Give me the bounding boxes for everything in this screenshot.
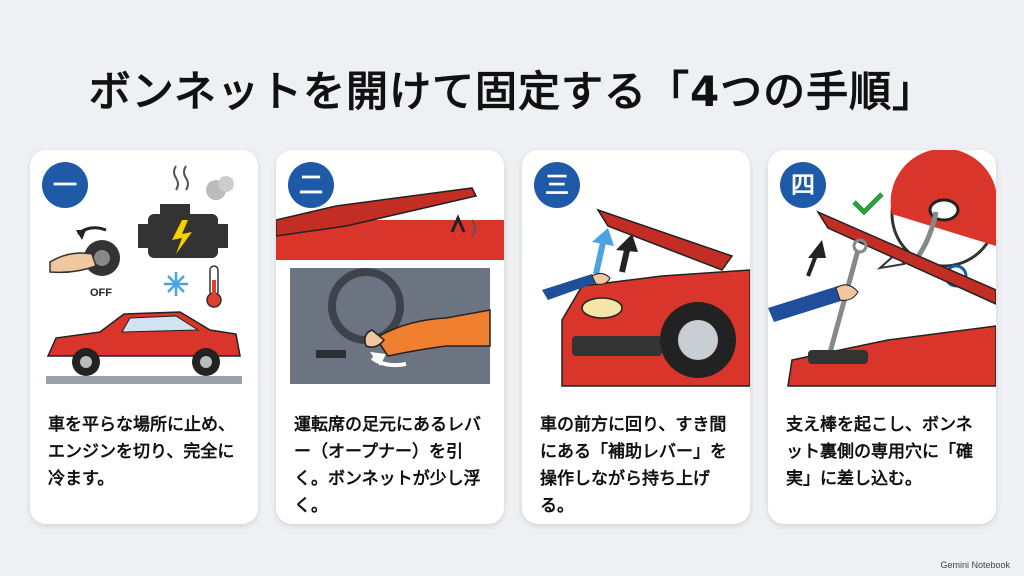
step-description: 車を平らな場所に止め、エンジンを切り、完全に冷ます。 xyxy=(48,415,235,489)
step-description: 支え棒を起こし、ボンネット裏側の専用穴に「確実」に差し込む。 xyxy=(786,415,973,489)
step-3-illustration xyxy=(542,208,750,387)
step-number-badge: 二 xyxy=(288,162,334,208)
step-number-badge: 四 xyxy=(780,162,826,208)
step-description: 運転席の足元にあるレバー（オープナー）を引く。ボンネットが少し浮く。 xyxy=(294,415,481,516)
step-card-4: 四 支え棒を起こし、ボンネット裏側の専用穴に「確実」に差し込む。 xyxy=(768,150,996,524)
thermometer-icon xyxy=(206,265,222,308)
off-label: OFF xyxy=(90,287,112,299)
check-icon xyxy=(852,192,884,216)
step-description: 車の前方に回り、すき間にある「補助レバー」を操作しながら持ち上げる。 xyxy=(540,415,727,516)
engine-icon xyxy=(138,204,228,258)
step-4-illustration xyxy=(768,150,996,387)
step-number-badge: 三 xyxy=(534,162,580,208)
step-card-2: 二 運転席の足元にあるレバー（オープナー）を引く。ボンネットが少し浮く。 xyxy=(276,150,504,524)
step-card-1: 一 OFF xyxy=(30,150,258,524)
ignition-key-icon xyxy=(49,226,120,276)
driver-footwell-icon xyxy=(290,268,491,384)
step-card-3: 三 車の前方に回り、すき間にある「補助レバー」を操作しながら持ち上げる。 xyxy=(522,150,750,524)
step-2-illustration xyxy=(276,187,504,384)
snowflake-icon xyxy=(164,272,188,296)
car-front-open-hood-icon xyxy=(542,208,750,387)
hood-lifting-icon xyxy=(276,187,504,260)
red-sedan-icon xyxy=(46,311,242,384)
step-number-badge: 一 xyxy=(42,162,88,208)
step-1-illustration: OFF xyxy=(46,165,242,384)
up-arrow-icon xyxy=(592,228,638,275)
hood-prop-rod-icon xyxy=(768,210,996,387)
watermark: Gemini Notebook xyxy=(940,560,1010,570)
page-title: ボンネットを開けて固定する「4つの手順」 xyxy=(88,67,936,116)
